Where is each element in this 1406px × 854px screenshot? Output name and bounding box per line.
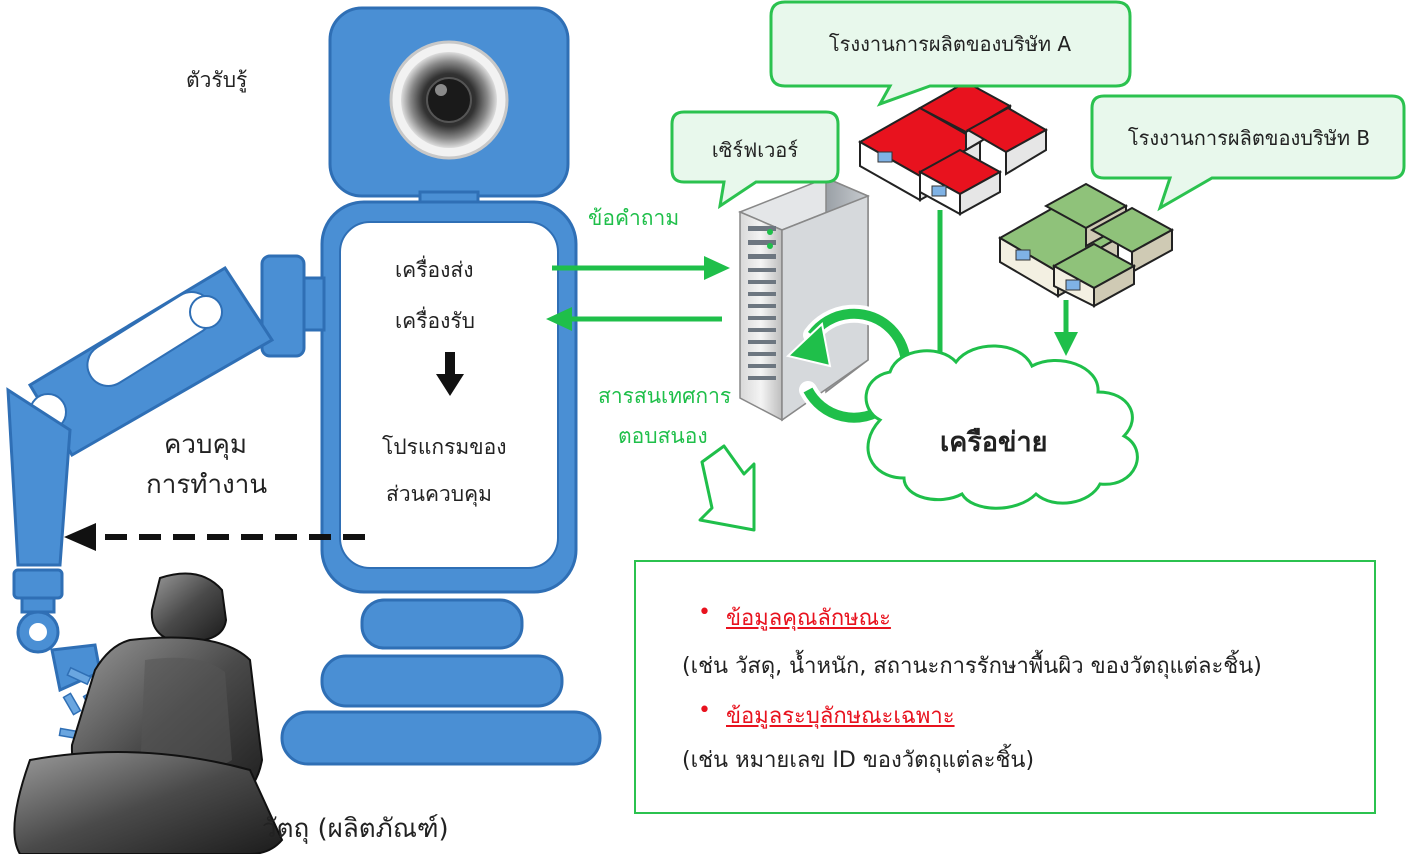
factory-icon-b xyxy=(997,182,1175,308)
control-label-line2: การทำงาน xyxy=(146,470,268,500)
down-arrow xyxy=(436,352,464,396)
factory-a-label: โรงงานการผลิตของบริษัท A xyxy=(828,32,1072,56)
response-label-line1: สารสนเทศการ xyxy=(598,384,732,408)
factory-icon-a xyxy=(857,80,1049,216)
info-item-2-bullet: • xyxy=(698,698,711,723)
camera-icon xyxy=(389,40,509,160)
control-label-line1: ควบคุม xyxy=(164,430,248,460)
info-box: • ข้อมูลคุณลักษณะ (เช่น วัสดุ, น้ำหนัก, … xyxy=(634,560,1376,814)
transmitter-label: เครื่องส่ง xyxy=(395,258,474,282)
robot-base xyxy=(280,598,602,766)
query-label: ข้อคำถาม xyxy=(588,206,680,230)
info-item-1-bullet: • xyxy=(698,600,711,625)
cloud-icon xyxy=(864,344,1139,510)
program-label-line1: โปรแกรมของ xyxy=(382,435,507,459)
robot-body xyxy=(320,200,578,594)
server-label: เซิร์ฟเวอร์ xyxy=(711,138,799,162)
receiver-label: เครื่องรับ xyxy=(395,309,475,333)
info-item-2-title: ข้อมูลระบุลักษณะเฉพาะ xyxy=(726,704,955,729)
robot-head xyxy=(328,6,570,198)
response-arrow xyxy=(546,307,722,331)
callout-factory-b xyxy=(1090,94,1406,212)
network-label: เครือข่าย xyxy=(940,427,1048,458)
factory-b-label: โรงงานการผลิตของบริษัท B xyxy=(1127,126,1371,150)
info-arrow xyxy=(698,444,756,532)
callout-factory-a xyxy=(769,0,1132,107)
info-item-2-detail: (เช่น หมายเลข ID ของวัตถุแต่ละชิ้น) xyxy=(682,748,1035,773)
sensor-label: ตัวรับรู้ xyxy=(186,68,248,92)
program-label-line2: ส่วนควบคุม xyxy=(386,482,493,506)
object-label: วัตถุ (ผลิตภัณฑ์) xyxy=(262,814,449,844)
robot-arm-icon xyxy=(6,254,326,740)
info-item-1-detail: (เช่น วัสดุ, น้ำหนัก, สถานะการรักษาพื้นผ… xyxy=(682,654,1262,679)
callout-server xyxy=(670,110,840,210)
control-arrow xyxy=(64,523,365,551)
car-seat-icon xyxy=(13,572,284,854)
query-arrow xyxy=(552,256,730,280)
info-item-1-title: ข้อมูลคุณลักษณะ xyxy=(726,606,891,631)
server-icon xyxy=(738,176,870,422)
factory-b-arrow xyxy=(1054,300,1078,356)
response-label-line2: ตอบสนอง xyxy=(618,424,708,448)
